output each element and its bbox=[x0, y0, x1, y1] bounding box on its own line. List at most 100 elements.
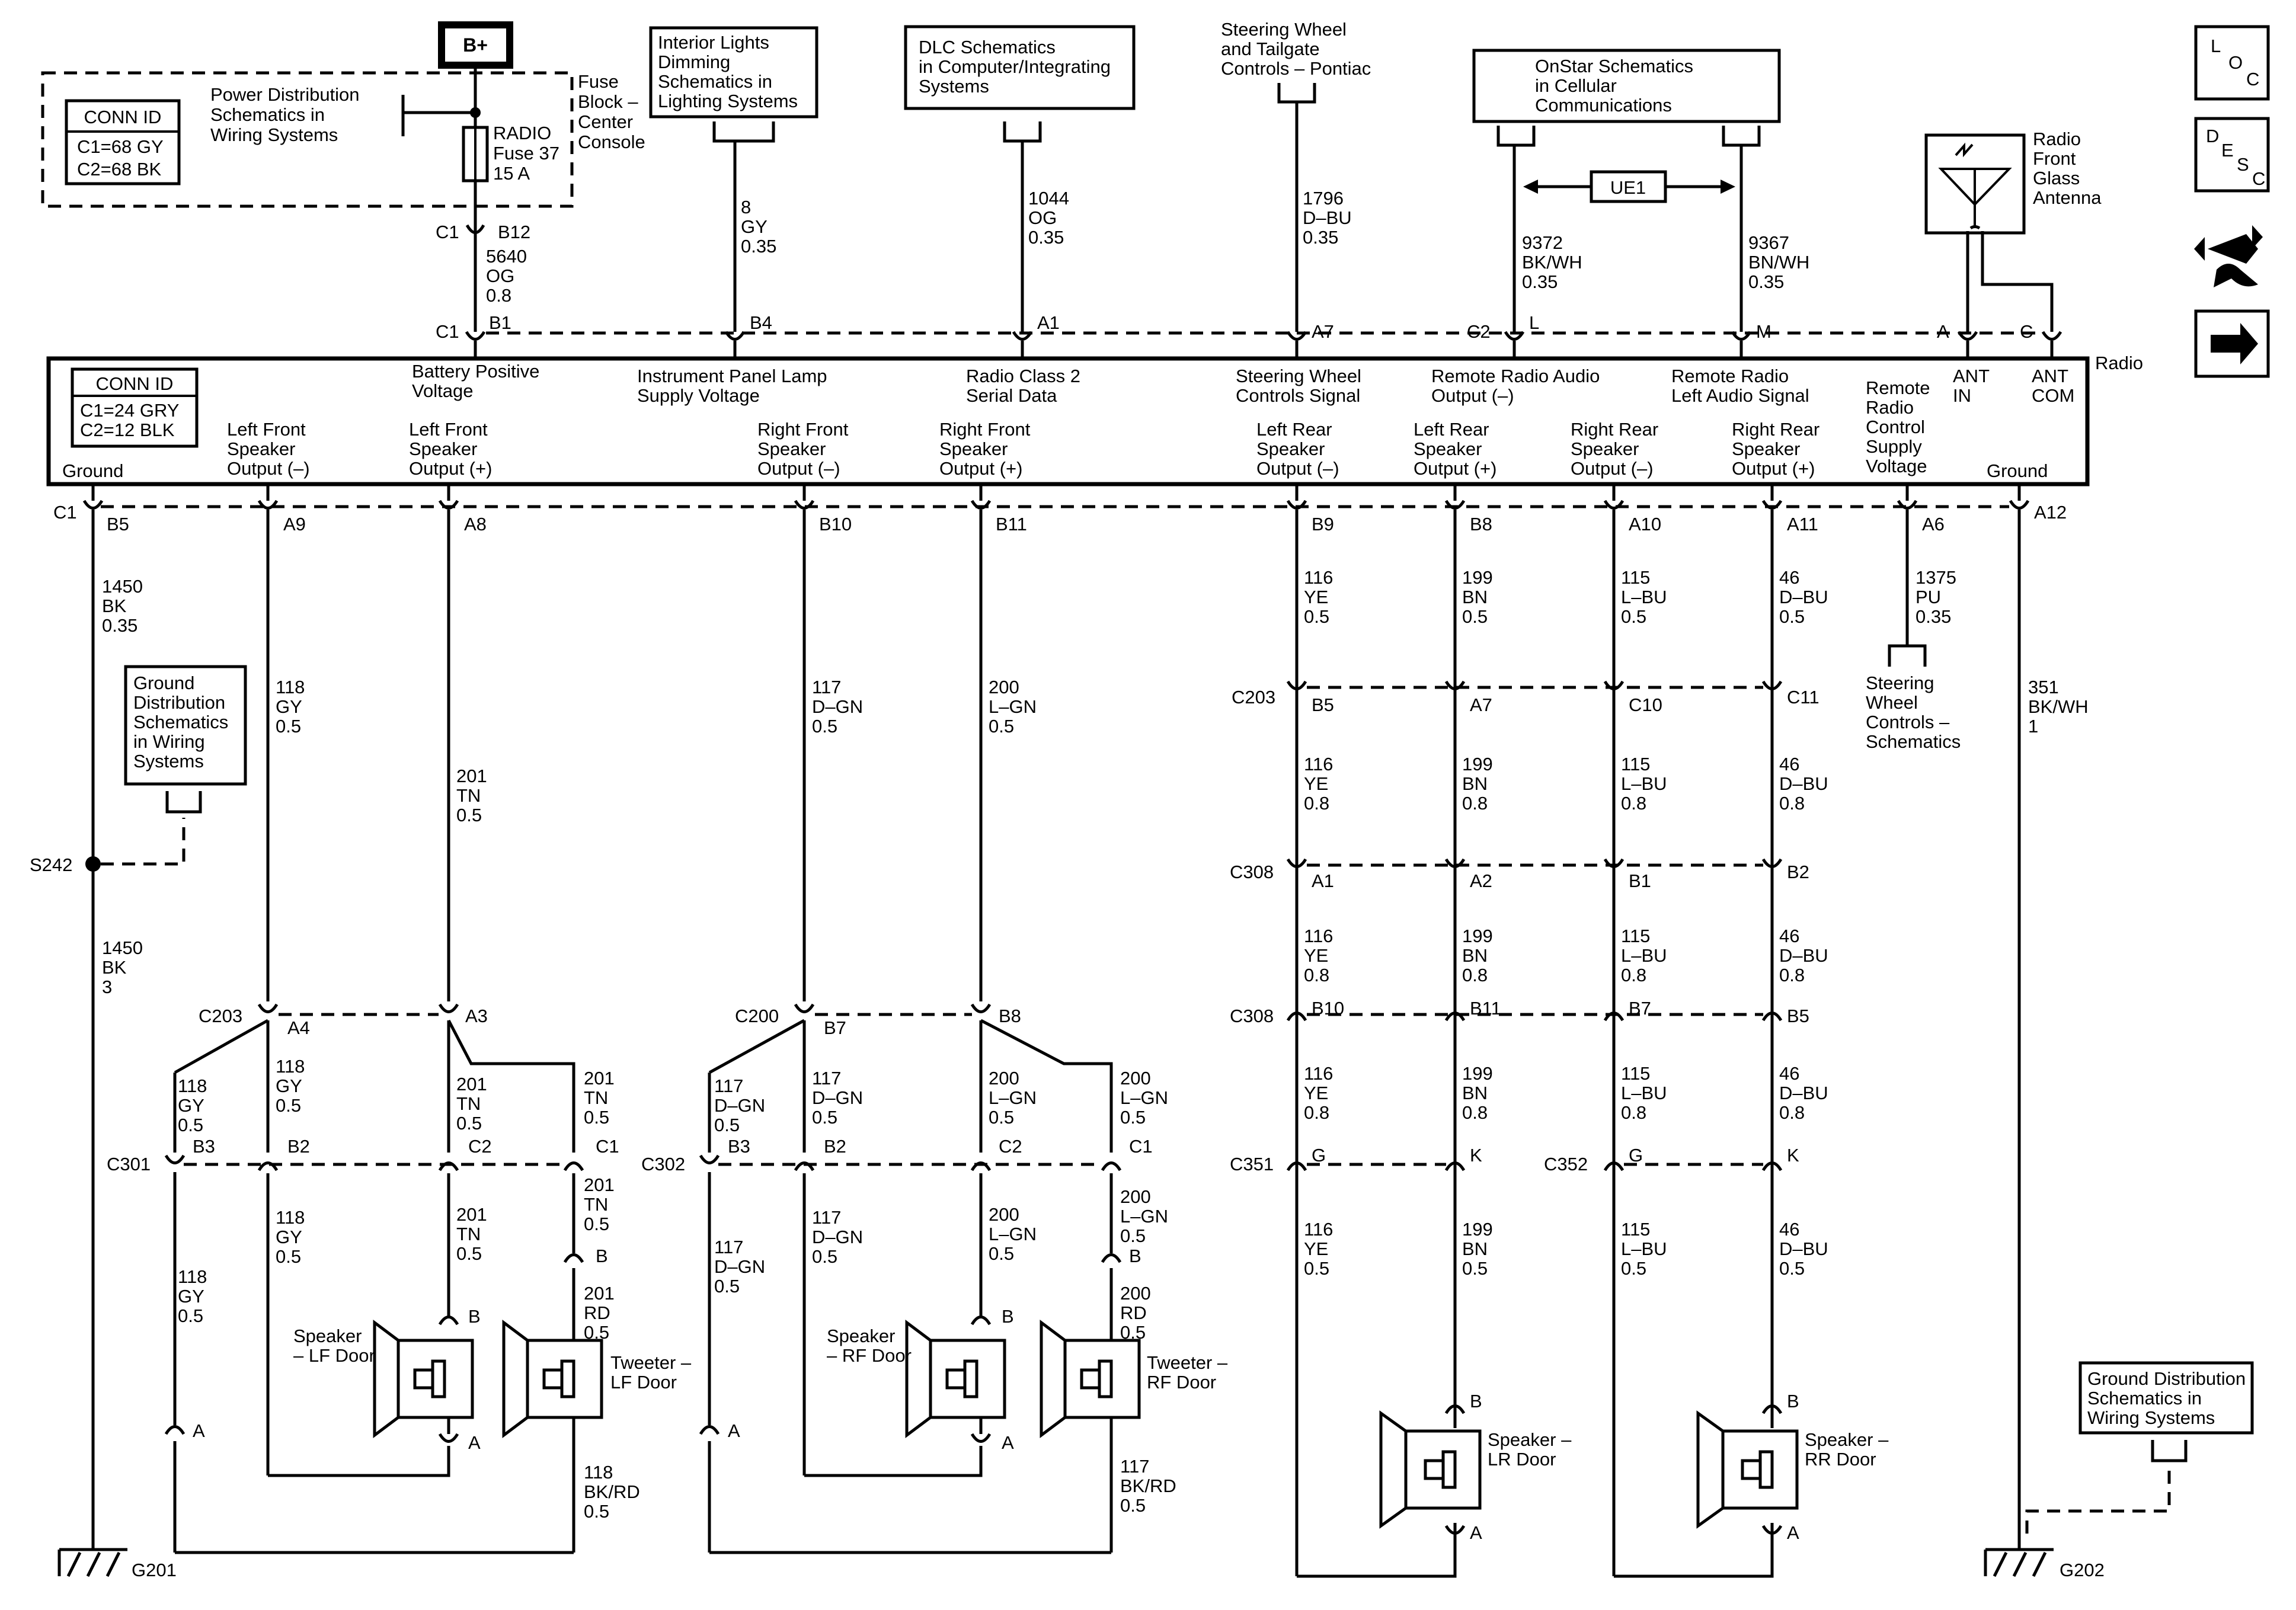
wire-1450a: 1450 BK 0.35 bbox=[102, 576, 148, 636]
wire-1044: 1044 OG 0.35 bbox=[1028, 188, 1075, 248]
c308b-label: C308 bbox=[1230, 1006, 1274, 1026]
c203-pin-a4: A4 bbox=[287, 1017, 310, 1038]
c203-rear-pins bbox=[1286, 680, 1783, 690]
wire-9372: 9372 BK/WH 0.35 bbox=[1522, 232, 1587, 292]
dlc-box bbox=[904, 25, 1136, 110]
c352-label: C352 bbox=[1544, 1154, 1588, 1174]
c301-pin-c2: C2 bbox=[468, 1136, 492, 1157]
svg-text:C: C bbox=[2252, 168, 2265, 189]
ground-dist-left-box bbox=[124, 665, 247, 786]
lf-speaker-label: Speaker – LF Door bbox=[293, 1326, 375, 1366]
c308b-pin-b7: B7 bbox=[1629, 998, 1651, 1019]
svg-text:O: O bbox=[2228, 52, 2243, 73]
label-lr-neg: Left Rear Speaker Output (–) bbox=[1256, 419, 1339, 479]
pin-a9: A9 bbox=[283, 514, 306, 534]
c1-lower-pins bbox=[82, 484, 2030, 510]
c308a-pin-a2: A2 bbox=[1470, 870, 1492, 891]
lf-ground-pin-a: A bbox=[193, 1420, 205, 1441]
radio-label: Radio bbox=[2095, 353, 2143, 373]
pin-a11: A11 bbox=[1787, 514, 1818, 534]
connector-tools-icon[interactable] bbox=[2194, 225, 2263, 287]
c203-pin-c10: C10 bbox=[1629, 694, 1662, 715]
wire-8: 8 GY 0.35 bbox=[741, 197, 776, 257]
pin-b9: B9 bbox=[1312, 514, 1334, 534]
c308a-pin-b2: B2 bbox=[1787, 862, 1809, 882]
wire-118a: 118 GY 0.5 bbox=[276, 677, 310, 737]
c203-front-label: C203 bbox=[199, 1006, 242, 1026]
swc-schematics-label: Steering Wheel Controls – Schematics bbox=[1866, 673, 1961, 752]
radio-module bbox=[46, 356, 2090, 486]
desc-icon[interactable]: D E S C bbox=[2194, 117, 2270, 193]
next-arrow-icon[interactable] bbox=[2194, 309, 2270, 378]
lf-tweeter-pin-b: B bbox=[596, 1246, 608, 1266]
radio-conn-id-box bbox=[71, 367, 199, 448]
pin-b10: B10 bbox=[819, 514, 852, 534]
steering-top-label: Steering Wheel and Tailgate Controls – P… bbox=[1221, 19, 1371, 79]
pin-b8: B8 bbox=[1470, 514, 1492, 534]
c301-pins bbox=[164, 1154, 584, 1185]
label-ground-left: Ground bbox=[62, 460, 123, 481]
label-ground-right: Ground bbox=[1987, 460, 2048, 481]
label-lf-pos: Left Front Speaker Output (+) bbox=[409, 419, 493, 479]
rf-tweeter-label: Tweeter – RF Door bbox=[1147, 1352, 1233, 1393]
label-remote-left-audio: Remote Radio Left Audio Signal bbox=[1671, 366, 1809, 406]
g202-label: G202 bbox=[2060, 1560, 2105, 1580]
label-ant-com: ANT COM bbox=[2032, 366, 2074, 406]
label-swc-signal: Steering Wheel Controls Signal bbox=[1236, 366, 1367, 406]
lf-door-tweeter bbox=[502, 1320, 603, 1438]
rf-door-tweeter bbox=[1040, 1320, 1141, 1438]
label-class2: Radio Class 2 Serial Data bbox=[966, 366, 1086, 406]
wire-1796: 1796 D–BU 0.35 bbox=[1303, 188, 1357, 248]
ground-dist-right-box bbox=[2078, 1361, 2254, 1435]
g201-label: G201 bbox=[132, 1560, 177, 1580]
loc-icon[interactable]: L O C bbox=[2194, 25, 2270, 101]
label-rr-pos: Right Rear Speaker Output (+) bbox=[1732, 419, 1825, 479]
rr-speaker-label: Speaker – RR Door bbox=[1805, 1429, 1894, 1470]
c301-label: C301 bbox=[107, 1154, 151, 1174]
c351-pin-k: K bbox=[1470, 1145, 1482, 1166]
label-lf-neg: Left Front Speaker Output (–) bbox=[227, 419, 311, 479]
wire-117a: 117 D–GN 0.5 bbox=[812, 677, 868, 737]
pin-l: L bbox=[1529, 312, 1539, 333]
c302-pins bbox=[699, 1154, 1122, 1185]
fuse-block-enclosure bbox=[41, 71, 574, 208]
label-lr-pos: Left Rear Speaker Output (+) bbox=[1414, 419, 1496, 479]
rr-speaker-pin-a: A bbox=[1787, 1522, 1799, 1543]
lr-door-speaker bbox=[1379, 1404, 1482, 1535]
svg-text:D: D bbox=[2206, 126, 2219, 146]
c351-label: C351 bbox=[1230, 1154, 1274, 1174]
c308a-pin-a1: A1 bbox=[1312, 870, 1334, 891]
interior-lights-label: Interior Lights Dimming Schematics in Li… bbox=[658, 32, 798, 111]
lr-speaker-pin-a: A bbox=[1470, 1522, 1482, 1543]
lf-door-speaker bbox=[373, 1315, 474, 1443]
rf-door-speaker bbox=[905, 1315, 1006, 1443]
c351-pin-g: G bbox=[1312, 1145, 1326, 1166]
splice-s242-label: S242 bbox=[30, 854, 72, 875]
pin-a10: A10 bbox=[1629, 514, 1661, 534]
pin-c1: C1 bbox=[436, 321, 459, 342]
svg-text:L: L bbox=[2211, 36, 2221, 56]
c308b-pin-b5: B5 bbox=[1787, 1006, 1809, 1026]
fuse-label: RADIO Fuse 37 15 A bbox=[493, 123, 565, 184]
onstar-label: OnStar Schematics in Cellular Communicat… bbox=[1535, 56, 1699, 116]
rf-tweeter-pin-b: B bbox=[1129, 1246, 1141, 1266]
